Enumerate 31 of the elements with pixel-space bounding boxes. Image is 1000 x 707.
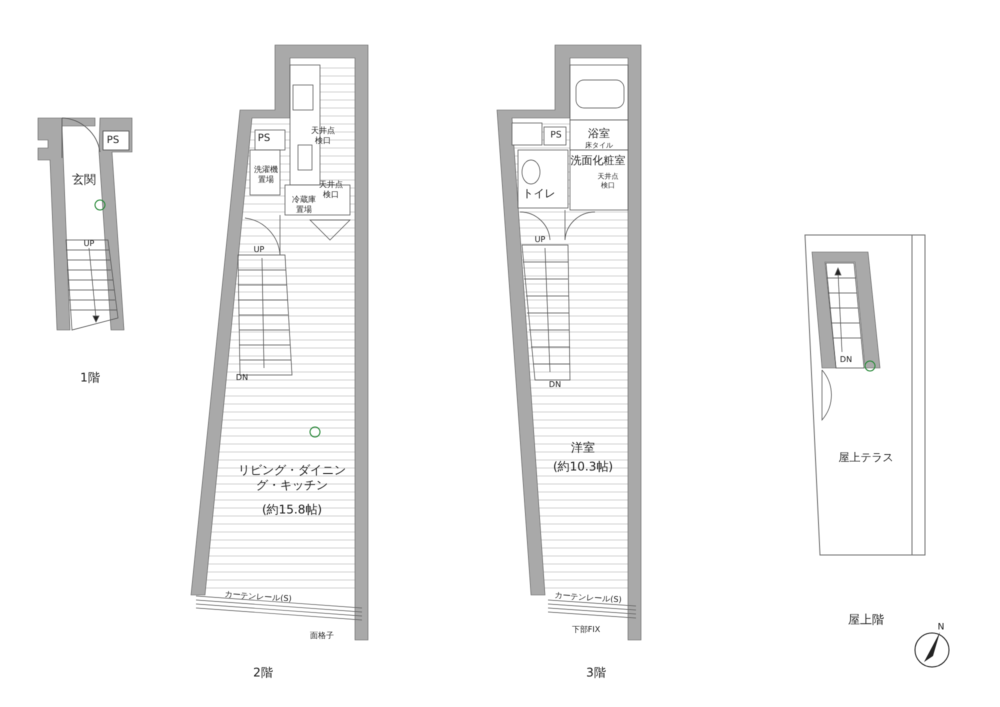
shaft-label: PS xyxy=(106,134,120,148)
room-label: 玄関 xyxy=(72,172,96,188)
stair-direction-label: DN xyxy=(236,373,248,383)
note-label: カーテンレール(S) xyxy=(554,590,622,606)
room-label: (約10.3帖) xyxy=(552,460,614,474)
room-label: リビング・ダイニング・キッチン xyxy=(237,463,347,493)
note-label: 面格子 xyxy=(310,631,334,641)
stair-direction-label: UP xyxy=(254,245,264,255)
note-label: 冷蔵庫置場 xyxy=(291,195,317,215)
stair-direction-label: DN xyxy=(548,380,562,390)
note-label: 天井点検口 xyxy=(318,180,344,200)
stair-direction-label: UP xyxy=(534,235,546,245)
room-label: トイレ xyxy=(522,187,556,201)
note-label: 下部FIX xyxy=(572,625,600,635)
room-label: 洗面化粧室 xyxy=(570,154,626,168)
note-label: 天井点検口 xyxy=(310,126,336,146)
note-label: 洗濯機置場 xyxy=(253,165,279,185)
stair-direction-label: DN xyxy=(840,355,852,365)
stair-direction-label: UP xyxy=(84,239,94,249)
floor-label: 2階 xyxy=(253,666,273,680)
floor-label: 3階 xyxy=(586,666,606,680)
room-label: 屋上テラス xyxy=(838,451,894,465)
compass-label: N xyxy=(938,622,944,634)
room-label: 洋室 xyxy=(571,440,595,456)
shaft-label: PS xyxy=(258,132,270,146)
shaft-label: PS xyxy=(550,130,562,142)
note-label: カーテンレール(S) xyxy=(224,590,292,604)
floor-label: 1階 xyxy=(80,370,100,386)
floor-label: 屋上階 xyxy=(848,612,884,628)
room-label: (約15.8帖) xyxy=(262,502,322,518)
room-label: 浴室 xyxy=(588,127,610,141)
